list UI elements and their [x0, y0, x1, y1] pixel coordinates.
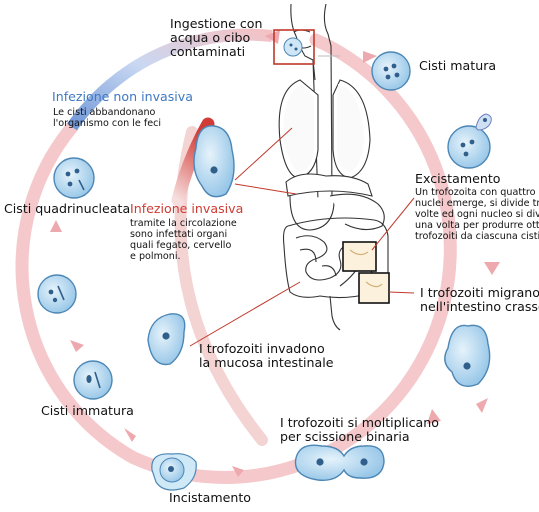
lungs	[283, 84, 364, 172]
excystation-line-5: trofozoiti da ciascuna cisti	[415, 231, 539, 242]
mucosa-trophozoite-icon	[147, 313, 186, 366]
invasive-line-1: tramite la circolazione	[130, 218, 237, 229]
immature-cyst-icon	[73, 360, 113, 400]
trophozoite-migrating-icon	[444, 324, 491, 387]
mature-cyst-icon	[371, 51, 411, 91]
label-invasion-mucosa: I trofozoiti invadono la mucosa intestin…	[199, 341, 334, 370]
label-migration: I trofozoiti migrano nell'intestino cras…	[420, 285, 539, 314]
excystation-line-2: nuclei emerge, si divide tre	[415, 198, 539, 209]
binucleate-cyst-icon	[37, 274, 77, 314]
quadrinucleate-cyst-icon	[53, 157, 95, 199]
label-immature-cyst: Cisti immatura	[41, 403, 134, 418]
label-quadrinucleate-cyst: Cisti quadrinucleata	[4, 201, 130, 216]
ingestion-line-2: acqua o cibo	[170, 30, 250, 45]
callout-lines	[189, 127, 415, 347]
noninvasive-line-1: Le cisti abbandonano	[53, 107, 156, 118]
label-ingestion: Ingestione con acqua o cibo contaminati	[170, 16, 263, 59]
cyst-ingested-icon	[283, 37, 303, 57]
excystation-line-1: Un trofozoita con quattro	[415, 187, 536, 198]
label-excystation: Excistamento Un trofozoita con quattro n…	[415, 171, 539, 242]
label-noninvasive: Infezione non invasiva Le cisti abbandon…	[52, 89, 193, 129]
migration-line-1: I trofozoiti migrano	[420, 285, 539, 300]
excystation-line-4: una volta per produrre otto	[415, 220, 539, 231]
invasive-line-3: quali fegato, cervello	[130, 240, 231, 251]
invasive-title: Infezione invasiva	[130, 201, 243, 216]
label-encystation: Incistamento	[169, 490, 251, 505]
label-binary-fission: I trofozoiti si moltiplicano per scissio…	[280, 415, 439, 444]
noninvasive-line-2: l'organismo con le feci	[53, 118, 161, 129]
ingestion-line-3: contaminati	[170, 44, 245, 59]
ingestion-line-1: Ingestione con	[170, 16, 263, 31]
highlight-boxes	[273, 29, 390, 304]
fission-line-1: I trofozoiti si moltiplicano	[280, 415, 439, 430]
migration-line-2: nell'intestino crasso	[420, 299, 539, 314]
excysting-cyst-icon	[447, 113, 492, 169]
mucosa-line-2: la mucosa intestinale	[199, 355, 334, 370]
fission-line-2: per scissione binaria	[280, 429, 410, 444]
encystation-icon	[151, 453, 197, 491]
label-invasive: Infezione invasiva tramite la circolazio…	[130, 201, 243, 262]
label-mature-cyst: Cisti matura	[419, 58, 496, 73]
noninvasive-title: Infezione non invasiva	[52, 89, 193, 104]
excystation-title: Excistamento	[415, 171, 501, 186]
binary-fission-icon	[294, 444, 385, 481]
invasive-trophozoite-icon	[193, 125, 235, 198]
cycle-arrowheads	[50, 30, 500, 477]
mucosa-line-1: I trofozoiti invadono	[199, 341, 325, 356]
invasive-line-4: e polmoni.	[130, 251, 181, 262]
invasive-line-2: sono infettati organi	[130, 229, 227, 240]
excystation-line-3: volte ed ogni nucleo si divide	[415, 209, 539, 220]
